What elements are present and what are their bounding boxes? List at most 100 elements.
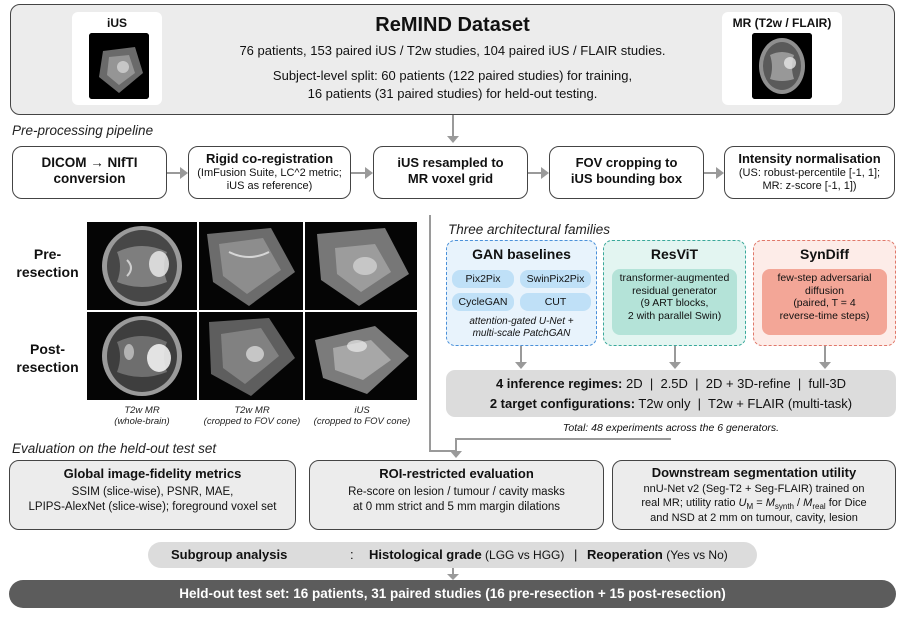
pipeline-arrow-4 (704, 172, 717, 174)
pill-cut: CUT (520, 293, 591, 311)
dataset-split-line1: Subject-level split: 60 patients (122 pa… (272, 68, 633, 83)
pill-swinpix2pix: SwinPix2Pix (520, 270, 591, 288)
arrowhead-to-roi (450, 451, 462, 458)
pipeline-arrow-2 (351, 172, 366, 174)
connector-regimes-to-roi-v (455, 438, 457, 452)
pipeline-arrowhead-2 (365, 167, 373, 179)
regimes-box (446, 370, 896, 417)
subgroup-reoperation-rest: (Yes vs No) (662, 548, 728, 562)
pipeline-step-resample-label: iUS resampled to MR voxel grid (397, 155, 504, 186)
resvit-family-title: ResViT (650, 246, 699, 262)
eval-global-body: SSIM (slice-wise), PSNR, MAE, LPIPS-Alex… (28, 486, 277, 513)
connector-resvit-to-regimes (674, 346, 676, 364)
utility-text-j: for Dice (825, 497, 867, 509)
pipeline-arrowhead-4 (716, 167, 724, 179)
pipeline-step-normalisation-title: Intensity normalisation (738, 151, 881, 166)
arrowhead-gan-to-regimes (515, 362, 527, 369)
utility-u-sub: M (746, 502, 754, 512)
row-label-post-resection: Post- resection (16, 341, 79, 375)
footer-bar (9, 580, 896, 608)
regimes-label1: 4 inference regimes: (495, 376, 623, 391)
gan-family-note: attention-gated U-Net + multi-scale Patc… (469, 316, 574, 339)
caption-t2w-cropped: T2w MR (cropped to FOV cone) (203, 405, 301, 427)
utility-u: U (738, 497, 747, 509)
pill-pix2pix: Pix2Pix (452, 270, 514, 288)
resvit-desc: transformer-augmented residual generator… (619, 272, 730, 322)
syndiff-family-title: SynDiff (800, 246, 849, 262)
arrowhead-resvit-to-regimes (669, 362, 681, 369)
regimes-line1: 4 inference regimes: 2D | 2.5D | 2D + 3D… (446, 376, 896, 391)
connector-gan-to-regimes (520, 346, 522, 364)
regimes-value1: 2D | 2.5D | 2D + 3D-refine | full-3D (626, 376, 847, 391)
utility-text-a: real MR; utility ratio (641, 497, 739, 509)
dataset-title: ReMIND Dataset (375, 14, 530, 36)
ius-thumbnail-label: iUS (106, 16, 127, 30)
eval-global-title: Global image-fidelity metrics (63, 466, 242, 481)
footer-text: Held-out test set: 16 patients, 31 paire… (179, 586, 726, 601)
caption-t2w-whole: T2w MR (whole-brain) (114, 405, 170, 427)
utility-m1: M (765, 497, 775, 509)
connector-regimes-to-roi-h (455, 438, 671, 440)
connector-syndiff-to-regimes (824, 346, 826, 364)
pill-cyclegan: CycleGAN (452, 293, 514, 311)
image-pre-t2w-cropped (199, 222, 303, 310)
subgroup-histology: Histological grade (LGG vs HGG) | Reoper… (369, 547, 728, 562)
subgroup-label: Subgroup analysis (171, 547, 288, 562)
utility-m1-sub: synth (774, 502, 794, 512)
regimes-value2: T2w only | T2w + FLAIR (multi-task) (638, 396, 853, 411)
eval-roi-body: Re-score on lesion / tumour / cavity mas… (348, 486, 565, 513)
image-pre-ius-cropped (305, 222, 417, 310)
connector-header-to-pipeline (452, 115, 454, 137)
arrowhead-header-to-pipeline (447, 136, 459, 143)
eval-downstream-line3: and NSD at 2 mm on tumour, cavity, lesio… (650, 512, 858, 524)
pipeline-step-normalisation-detail: (US: robust-percentile [-1, 1]; MR: z-sc… (738, 167, 881, 192)
eval-downstream-box (612, 460, 896, 530)
gan-family-title: GAN baselines (472, 246, 571, 262)
image-post-t2w-whole (87, 312, 197, 400)
subgroup-bar (148, 542, 757, 568)
pipeline-step-resample (373, 146, 528, 199)
syndiff-desc-panel (762, 269, 887, 335)
arrowhead-syndiff-to-regimes (819, 362, 831, 369)
eval-downstream-title: Downstream segmentation utility (651, 465, 857, 480)
evaluation-section-title: Evaluation on the held-out test set (12, 441, 217, 456)
pipeline-step-fov-crop-label: FOV cropping to iUS bounding box (570, 155, 683, 186)
eval-downstream-line1: nnU-Net v2 (Seg-T2 + Seg-FLAIR) trained … (643, 483, 865, 495)
utility-eq: = (753, 497, 766, 509)
pipeline-arrowhead-1 (180, 167, 188, 179)
row-label-pre-resection: Pre- resection (16, 246, 79, 280)
pipeline-step-dicom (12, 146, 167, 199)
experiments-total: Total: 48 experiments across the 6 gener… (562, 422, 780, 434)
regimes-label2: 2 target configurations: (489, 396, 636, 411)
pipeline-step-fov-crop (549, 146, 704, 199)
dataset-stats: 76 patients, 153 paired iUS / T2w studie… (239, 43, 666, 58)
eval-global-box (9, 460, 296, 530)
eval-roi-title: ROI-restricted evaluation (379, 466, 534, 481)
subgroup-histology-bold: Histological grade (369, 547, 482, 562)
dataset-split-line2: 16 patients (31 paired studies) for held… (307, 86, 598, 101)
resvit-desc-panel (612, 269, 737, 335)
subgroup-reoperation-bold: Reoperation (587, 547, 663, 562)
connector-to-footer (452, 568, 454, 576)
pipeline-section-title: Pre-processing pipeline (12, 123, 154, 138)
pipeline-step-registration-detail: (ImFusion Suite, LC^2 metric; iUS as ref… (197, 167, 342, 192)
pipeline-arrow-1 (167, 172, 181, 174)
image-post-t2w-cropped (199, 312, 303, 400)
pipeline-arrow-3 (528, 172, 542, 174)
eval-downstream-line2: real MR; utility ratio UM = Msynth / Mre… (614, 496, 894, 514)
families-section-title: Three architectural families (448, 222, 611, 237)
image-post-ius-cropped (305, 312, 417, 400)
utility-slash: / (794, 497, 804, 509)
ius-thumbnail-image (89, 33, 149, 99)
connector-images-to-roi (429, 215, 431, 452)
eval-roi-box (309, 460, 604, 530)
pipeline-step-registration (188, 146, 351, 199)
arrowhead-to-footer (447, 574, 459, 580)
utility-m2: M (803, 497, 813, 509)
subgroup-histology-rest: (LGG vs HGG) (481, 548, 565, 562)
pipeline-step-normalisation (724, 146, 895, 199)
utility-m2-sub: real (812, 502, 826, 512)
caption-ius-cropped: iUS (cropped to FOV cone) (313, 405, 411, 427)
connector-images-to-roi-h (429, 450, 456, 452)
pipeline-step-dicom-label: DICOM → NIfTI conversion (41, 155, 138, 186)
